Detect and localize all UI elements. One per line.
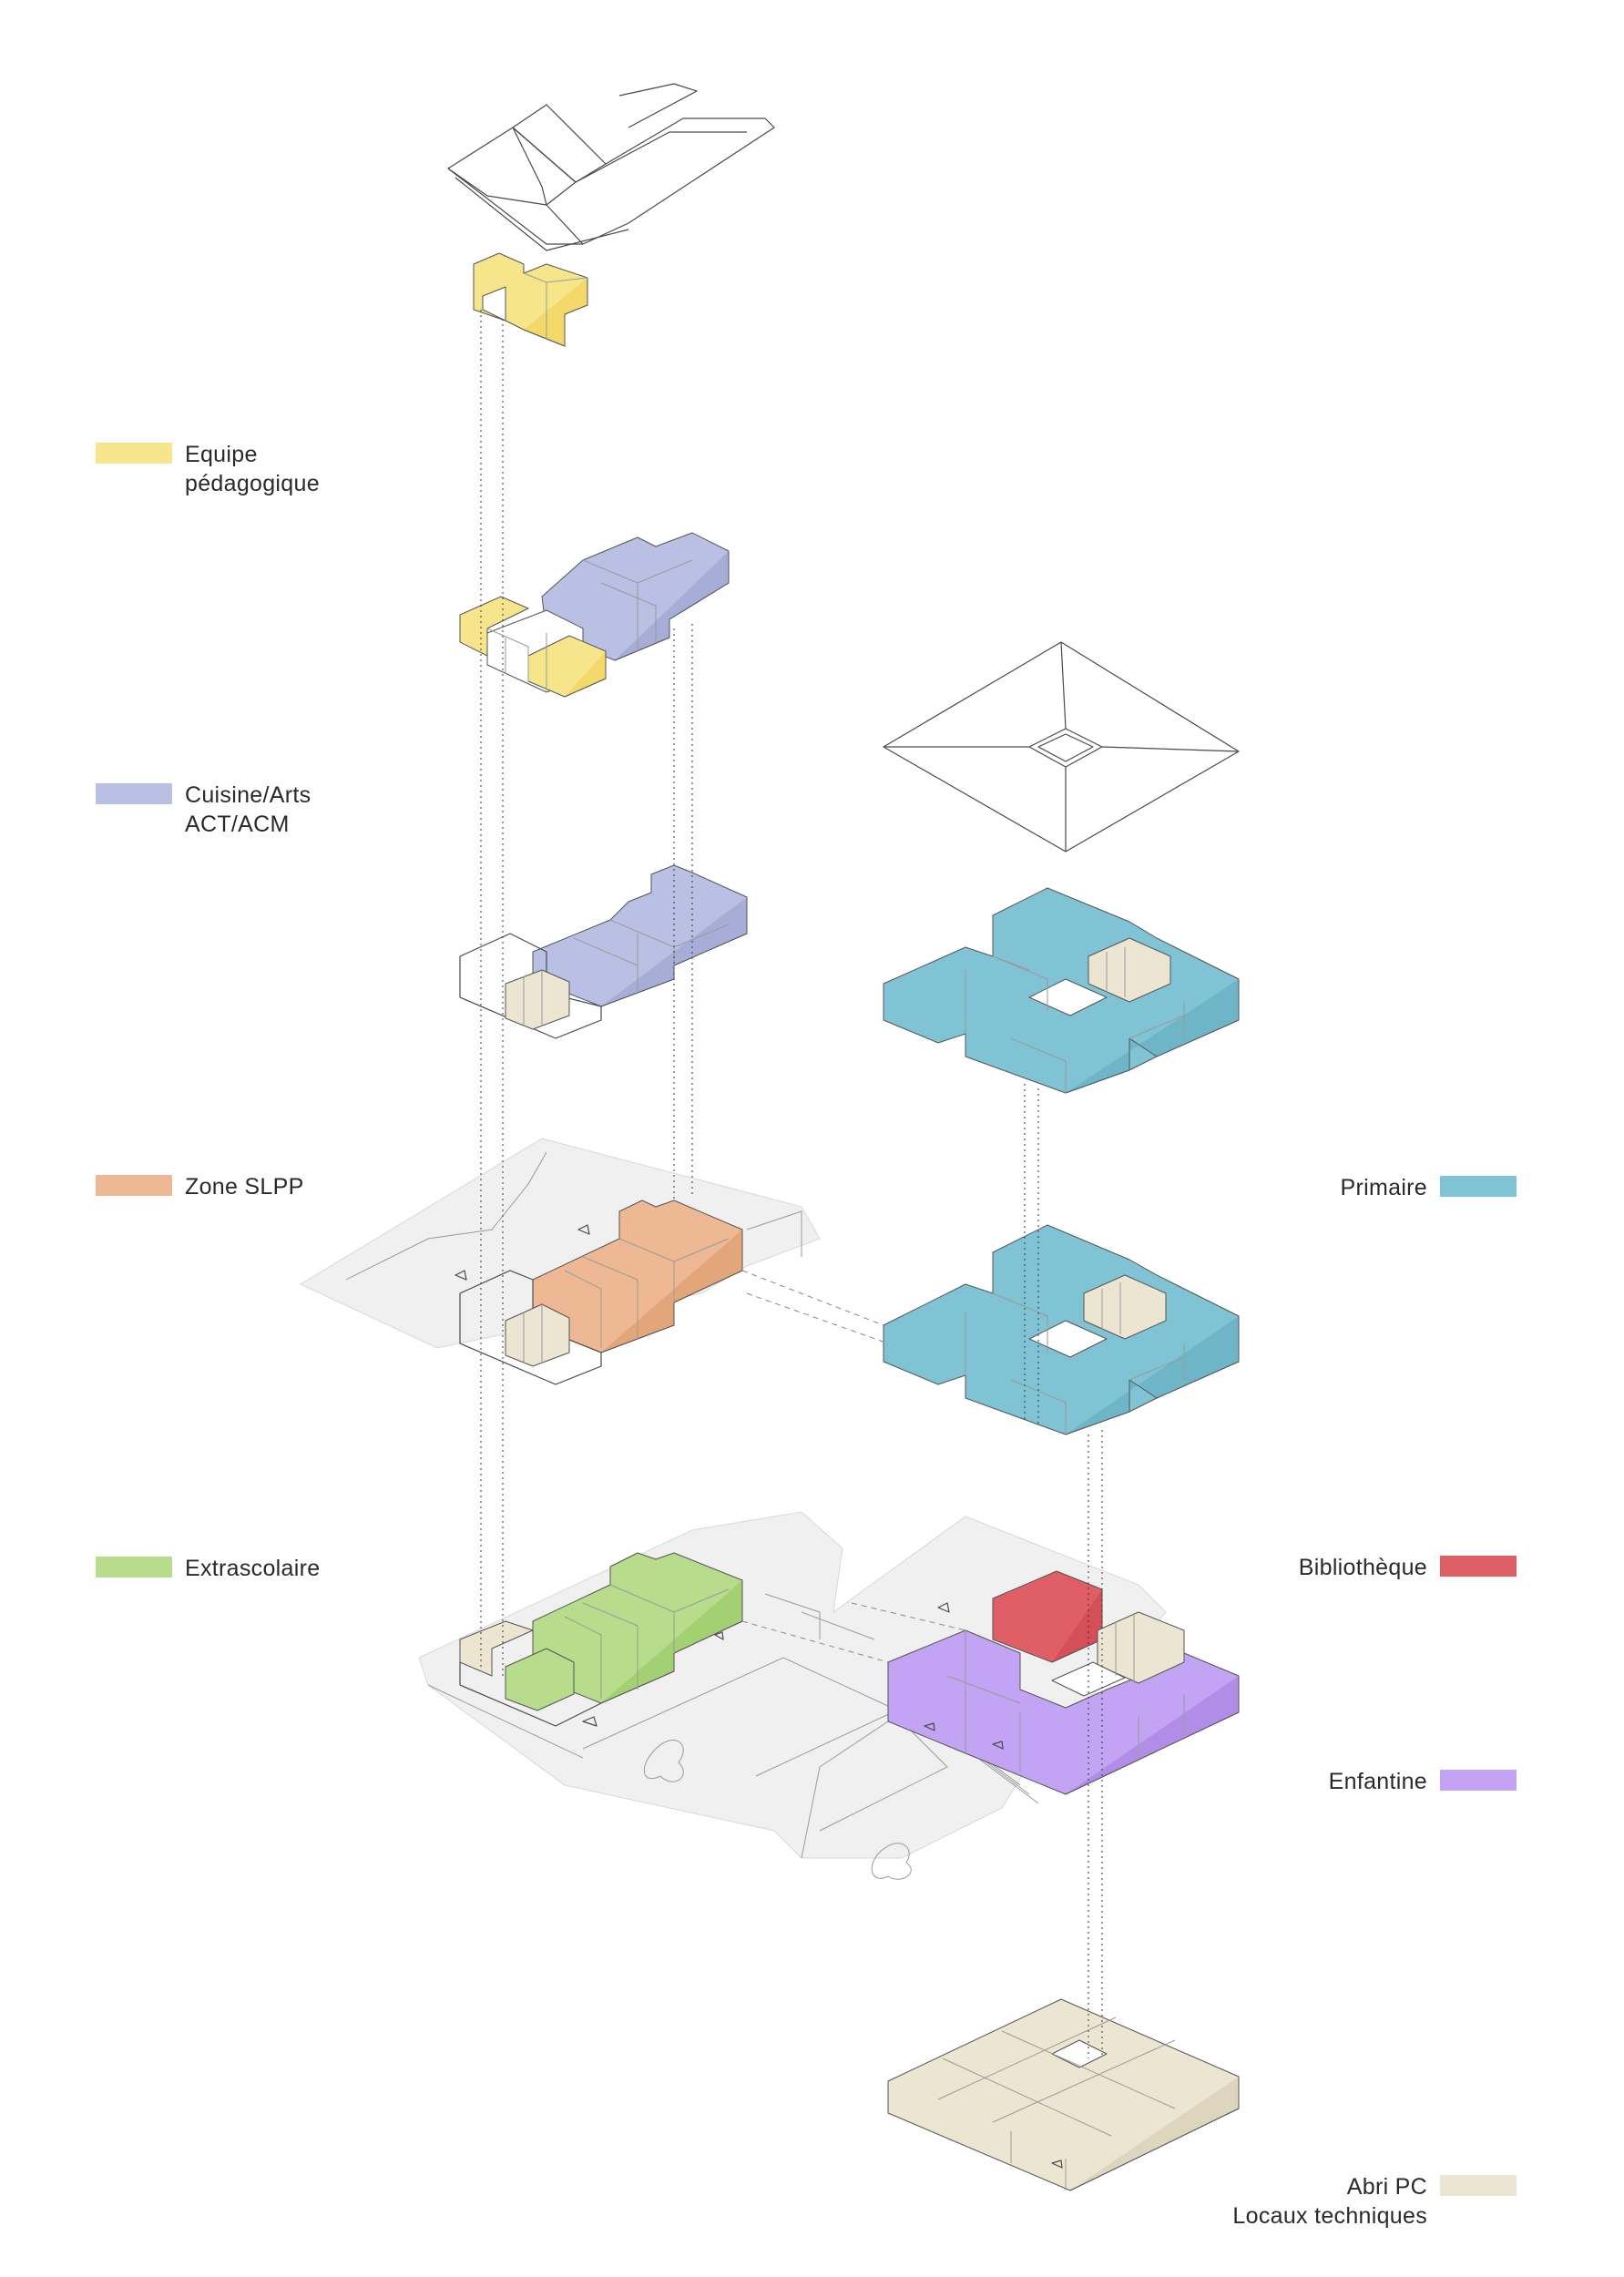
right-level-1 [887,1570,1240,1795]
left-level-equipe-top [473,252,588,347]
legend-primaire-line1: Primaire [1340,1175,1427,1200]
right-projection-lines [741,1084,1103,2058]
legend-extrascolaire-line1: Extrascolaire [185,1556,321,1581]
legend-primaire: Primaire [1341,1173,1517,1202]
legend-abri-line2: Locaux techniques [1232,2203,1427,2229]
legend-enfantine-swatch [1440,1770,1517,1791]
legend-equipe-line2: pédagogique [185,471,320,496]
left-roof-outline [447,83,775,251]
legend-extrascolaire: Extrascolaire [96,1554,320,1583]
legend-bibliotheque: Bibliothèque [1299,1553,1517,1582]
legend-abri-line1: Abri PC [1346,2174,1427,2200]
legend-abri-swatch [1440,2175,1517,2196]
legend-equipe-line1: Equipe [185,442,258,467]
left-projection-lines [480,310,693,1676]
right-level-3-primaire [883,887,1240,1094]
left-level-3 [459,532,730,698]
legend-extrascolaire-swatch [96,1557,172,1578]
legend-slpp-line1: Zone SLPP [185,1174,304,1200]
right-level-0-abri [887,1998,1240,2191]
legend-cuisine-line1: Cuisine/Arts [185,782,312,808]
legend-abri: Abri PC Locaux techniques [1232,2172,1517,2231]
legend-slpp-swatch [96,1175,172,1196]
legend-equipe-swatch [96,443,172,464]
left-level-0-site [418,1511,1167,1880]
legend-cuisine: Cuisine/Arts ACT/ACM [96,781,311,839]
legend-bibliotheque-swatch [1440,1556,1517,1577]
legend-enfantine-line1: Enfantine [1328,1769,1427,1794]
legend-enfantine: Enfantine [1329,1767,1517,1796]
legend-cuisine-swatch [96,783,172,804]
legend-bibliotheque-line1: Bibliothèque [1298,1555,1427,1580]
left-level-1 [299,1138,821,1385]
legend-slpp: Zone SLPP [96,1172,304,1201]
left-level-2 [459,864,748,1039]
right-level-2-primaire [883,1224,1240,1435]
legend-cuisine-line2: ACT/ACM [185,812,290,837]
legend-equipe: Equipe pédagogique [96,440,320,498]
legend-primaire-swatch [1440,1176,1517,1197]
right-roof-outline [883,641,1240,853]
